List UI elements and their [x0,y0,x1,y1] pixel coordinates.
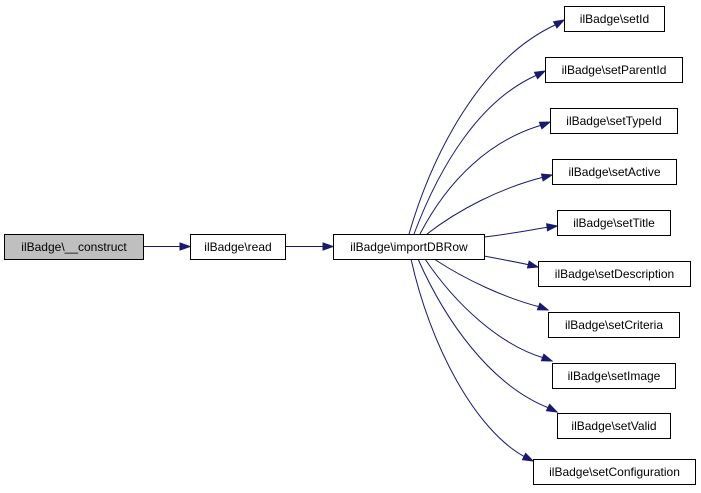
node-label: ilBadge\setDescription [555,267,674,281]
edge-importDBRow-to-setTypeId [419,121,552,235]
node-label: ilBadge\setId [580,12,649,26]
node-setImage[interactable]: ilBadge\setImage [552,363,676,389]
edge-line [410,258,526,458]
arrowhead-icon [538,121,552,130]
node-label: ilBadge\setConfiguration [549,465,680,479]
node-label: ilBadge\__construct [21,240,127,254]
edge-line [413,74,538,235]
node-box[interactable] [550,108,678,134]
arrowhead-icon [540,353,554,362]
edge-construct-to-read [143,242,192,251]
edge-importDBRow-to-setDescription [483,255,540,269]
node-setTitle[interactable]: ilBadge\setTitle [557,210,671,236]
edge-line [483,226,550,238]
arrowhead-icon [533,70,547,80]
node-box[interactable] [190,234,286,260]
node-box[interactable] [548,312,680,338]
node-setDescription[interactable]: ilBadge\setDescription [538,261,691,287]
node-setConfiguration[interactable]: ilBadge\setConfiguration [533,459,696,485]
node-label: ilBadge\setTitle [573,216,655,230]
edge-importDBRow-to-setTitle [483,223,559,238]
node-box[interactable] [4,234,144,260]
node-box[interactable] [552,159,677,185]
arrowhead-icon [526,260,540,269]
node-setValid[interactable]: ilBadge\setValid [557,413,671,439]
node-label: ilBadge\read [204,240,271,254]
node-label: ilBadge\setImage [568,369,661,383]
arrowhead-icon [521,452,535,462]
edge-read-to-importDBRow [285,242,335,251]
nodes-layer: ilBadge\__construct ilBadge\read ilBadge\i… [4,6,696,485]
arrowhead-icon [540,173,554,182]
node-box[interactable] [333,234,485,260]
edge-importDBRow-to-setImage [424,258,554,362]
edge-importDBRow-to-setValid [417,258,559,413]
node-label: ilBadge\setCriteria [565,318,663,332]
node-box[interactable] [564,6,665,32]
edge-line [408,24,556,235]
node-setCriteria[interactable]: ilBadge\setCriteria [548,312,680,338]
edge-importDBRow-to-setId [408,19,566,235]
node-setTypeId[interactable]: ilBadge\setTypeId [550,108,678,134]
node-box[interactable] [552,363,676,389]
edge-importDBRow-to-setCriteria [433,258,550,311]
arrowhead-icon [179,242,192,251]
node-label: ilBadge\setValid [571,419,656,433]
node-box[interactable] [533,459,696,485]
arrowhead-icon [546,223,559,232]
edge-importDBRow-to-setConfiguration [410,258,535,462]
node-construct[interactable]: ilBadge\__construct [4,234,144,260]
node-importDBRow[interactable]: ilBadge\importDBRow [333,234,485,260]
node-label: ilBadge\setTypeId [566,114,661,128]
node-box[interactable] [557,413,671,439]
node-setId[interactable]: ilBadge\setId [564,6,665,32]
edge-line [417,258,550,409]
edge-line [426,176,545,235]
edge-line [419,124,543,235]
edge-importDBRow-to-setParentId [413,70,547,235]
edge-line [424,258,545,359]
arrowhead-icon [545,403,559,413]
edge-line [483,255,531,266]
edges-layer [143,19,566,462]
edge-line [433,258,541,308]
arrowhead-icon [322,242,335,251]
node-label: ilBadge\setParentId [562,63,667,77]
node-box[interactable] [545,57,683,83]
node-box[interactable] [557,210,671,236]
arrowhead-icon [536,302,550,311]
node-read[interactable]: ilBadge\read [190,234,286,260]
node-setActive[interactable]: ilBadge\setActive [552,159,677,185]
node-label: ilBadge\importDBRow [350,240,468,254]
node-setParentId[interactable]: ilBadge\setParentId [545,57,683,83]
edge-importDBRow-to-setActive [426,173,554,235]
node-box[interactable] [538,261,691,287]
node-label: ilBadge\setActive [568,165,660,179]
arrowhead-icon [552,19,566,29]
